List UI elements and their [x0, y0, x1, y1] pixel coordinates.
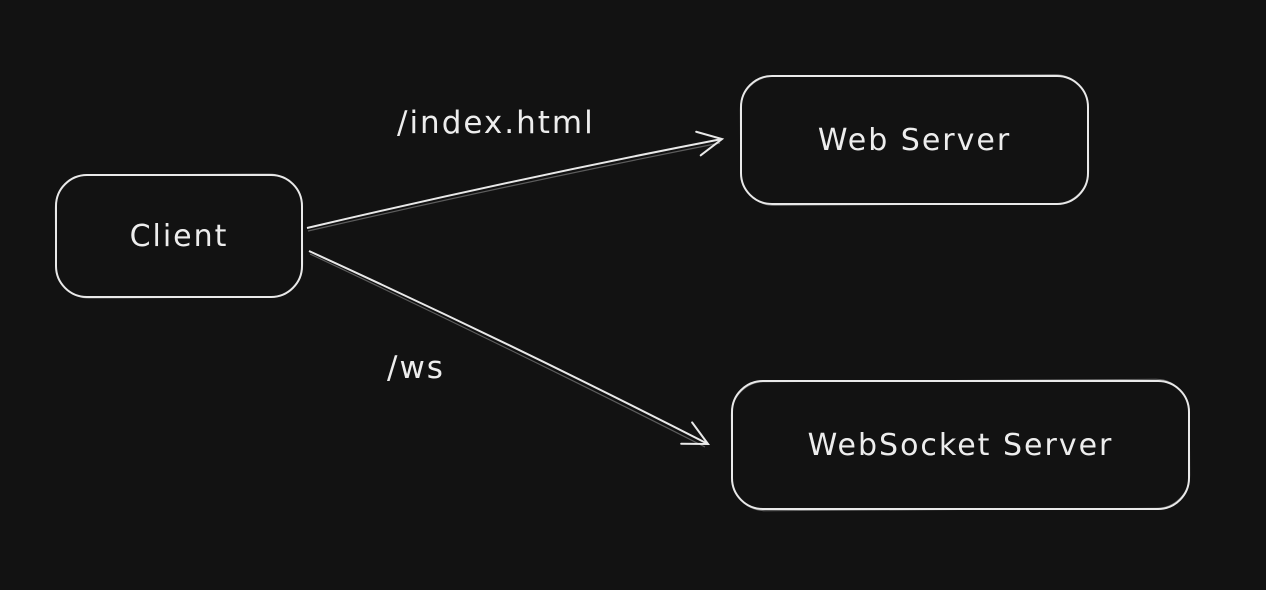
arrow-client-to-websocket-server-rough-stroke	[309, 253, 706, 448]
node-web-server-label: Web Server	[817, 122, 1012, 158]
arrow-client-to-web-server[interactable]	[306, 130, 725, 229]
node-web-server[interactable]: Web Server	[740, 75, 1089, 205]
node-websocket-server[interactable]: WebSocket Server	[731, 380, 1190, 510]
edge-label-index-html[interactable]: /index.html	[397, 105, 595, 141]
arrow-client-to-websocket-server[interactable]	[308, 250, 710, 446]
arrow-client-to-web-server-rough-stroke	[307, 142, 721, 232]
node-client-label: Client	[129, 218, 229, 254]
node-websocket-server-label: WebSocket Server	[807, 427, 1114, 463]
node-client[interactable]: Client	[55, 174, 303, 298]
edge-label-ws[interactable]: /ws	[387, 350, 445, 386]
